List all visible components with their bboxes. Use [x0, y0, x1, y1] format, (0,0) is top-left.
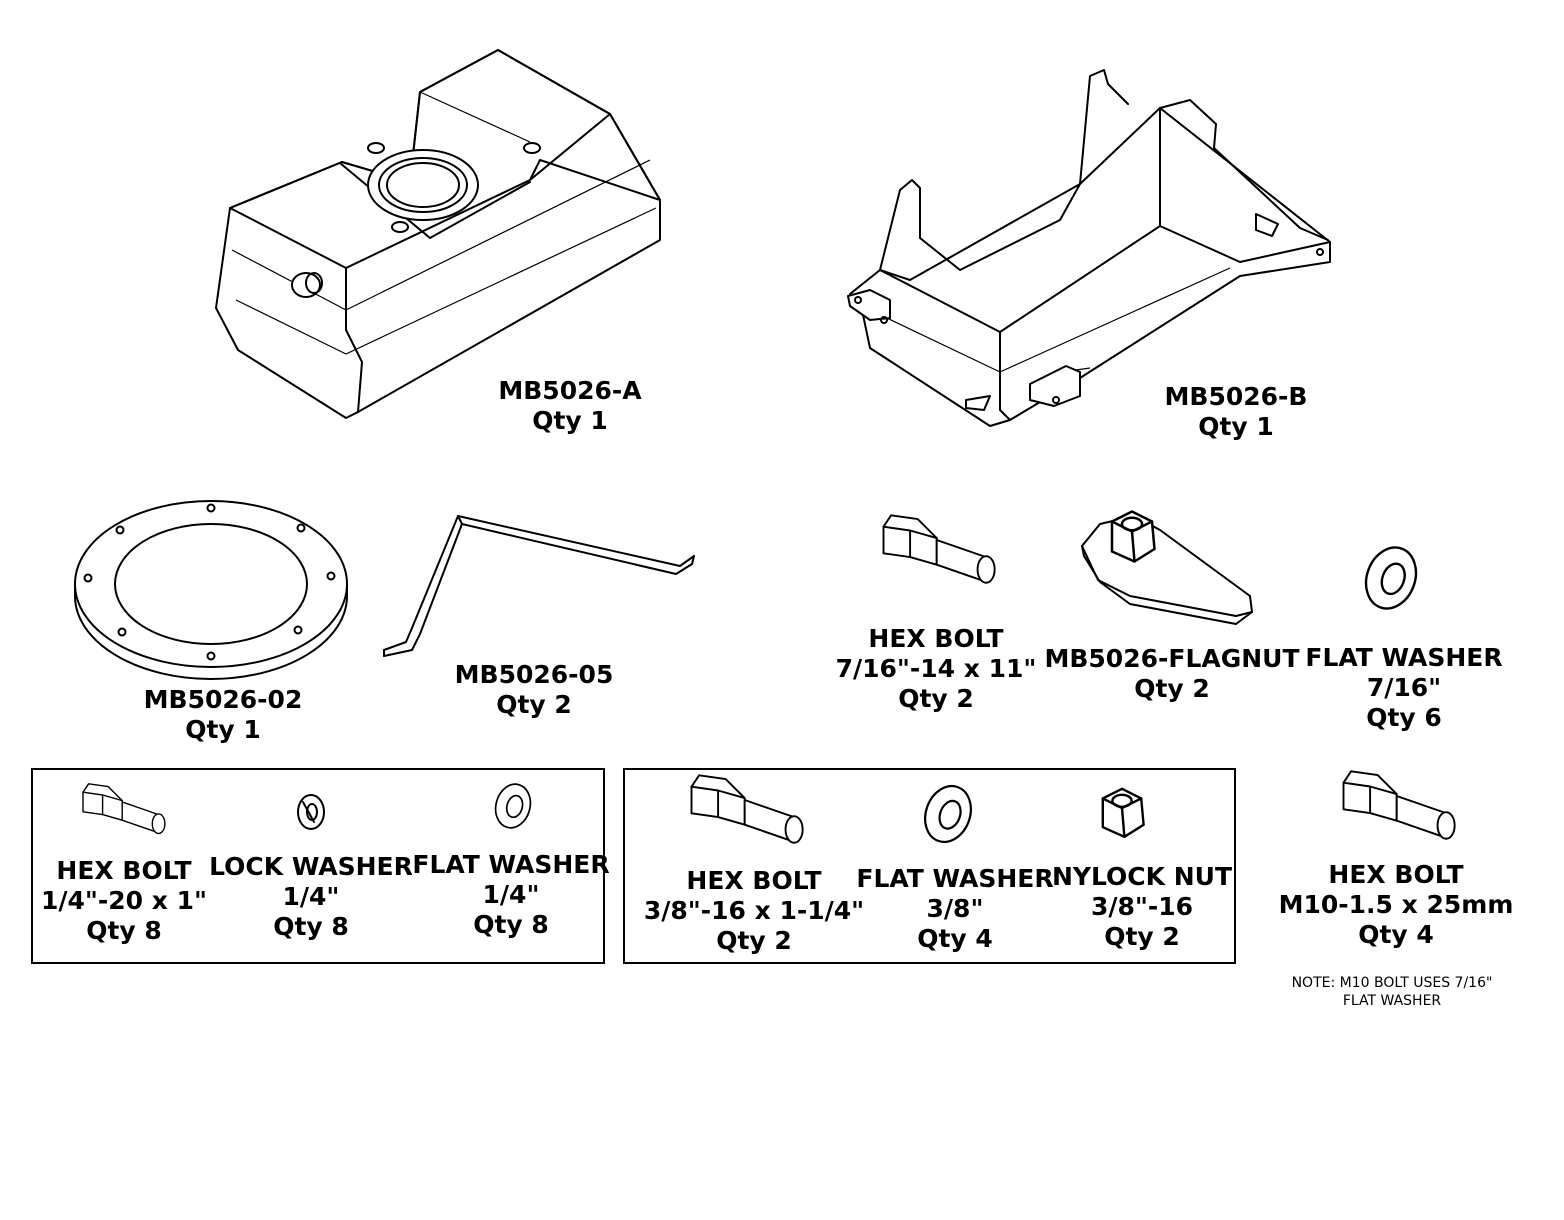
flagnut-drawing [1081, 510, 1253, 625]
label-lock-washer-1-4: LOCK WASHER 1/4" Qty 8 [209, 852, 413, 942]
part-size: 7/16"-14 x 11" [835, 654, 1037, 683]
label-mb5026-05: MB5026-05 Qty 2 [455, 660, 614, 720]
label-flat-washer-3-8: FLAT WASHER 3/8" Qty 4 [856, 864, 1053, 954]
note-line: NOTE: M10 BOLT USES 7/16" [1291, 975, 1493, 991]
part-size: 7/16" [1366, 673, 1442, 702]
part-name: HEX BOLT [1328, 860, 1464, 889]
part-qty: Qty 4 [917, 924, 993, 953]
part-size: 3/8"-16 [1090, 892, 1194, 921]
part-name: MB5026-A [498, 376, 642, 405]
label-hex-bolt-3-8: HEX BOLT 3/8"-16 x 1-1/4" Qty 2 [644, 866, 864, 956]
label-nylock-nut: NYLOCK NUT 3/8"-16 Qty 2 [1052, 862, 1232, 952]
fuel-tank-drawing [215, 49, 661, 419]
part-name: FLAT WASHER [412, 850, 610, 879]
label-mb5026-b: MB5026-B Qty 1 [1165, 382, 1308, 442]
part-qty: Qty 4 [1358, 920, 1434, 949]
label-mb5026-a: MB5026-A Qty 1 [498, 376, 641, 436]
part-qty: Qty 2 [496, 690, 572, 719]
part-qty: Qty 1 [1198, 412, 1274, 441]
strap-drawing [383, 515, 695, 657]
part-qty: Qty 8 [86, 916, 162, 945]
part-qty: Qty 1 [185, 715, 261, 744]
m10-washer-note: NOTE: M10 BOLT USES 7/16" FLAT WASHER [1292, 974, 1493, 1010]
note-line: FLAT WASHER [1342, 993, 1442, 1009]
part-qty: Qty 8 [273, 912, 349, 941]
part-qty: Qty 1 [532, 406, 608, 435]
hex-bolt-m10-drawing [1342, 770, 1456, 840]
label-flat-washer-1-4: FLAT WASHER 1/4" Qty 8 [412, 850, 609, 940]
part-name: NYLOCK NUT [1051, 862, 1233, 891]
part-name: FLAT WASHER [856, 864, 1054, 893]
label-mb5026-02: MB5026-02 Qty 1 [144, 685, 303, 745]
part-size: M10-1.5 x 25mm [1278, 890, 1514, 919]
part-name: HEX BOLT [686, 866, 822, 895]
skid-plate-drawing [847, 69, 1331, 427]
gasket-ring-drawing [74, 500, 348, 680]
label-hex-bolt-1-4: HEX BOLT 1/4"-20 x 1" Qty 8 [41, 856, 207, 946]
part-size: 1/4" [282, 882, 340, 911]
part-size: 3/8"-16 x 1-1/4" [643, 896, 865, 925]
part-name: MB5026-05 [454, 660, 614, 689]
part-size: 1/4"-20 x 1" [40, 886, 208, 915]
part-size: 1/4" [482, 880, 540, 909]
part-qty: Qty 2 [898, 684, 974, 713]
part-qty: Qty 2 [1104, 922, 1180, 951]
part-qty: Qty 2 [1134, 674, 1210, 703]
part-size: 3/8" [926, 894, 984, 923]
part-qty: Qty 6 [1366, 703, 1442, 732]
part-name: FLAT WASHER [1305, 643, 1503, 672]
part-name: HEX BOLT [868, 624, 1004, 653]
part-name: MB5026-02 [143, 685, 303, 714]
label-flat-washer-7-16: FLAT WASHER 7/16" Qty 6 [1305, 643, 1502, 733]
part-name: MB5026-B [1164, 382, 1308, 411]
flat-washer-7-16-drawing [1356, 539, 1426, 617]
label-hex-bolt-m10: HEX BOLT M10-1.5 x 25mm Qty 4 [1279, 860, 1514, 950]
part-name: MB5026-FLAGNUT [1044, 644, 1300, 673]
part-name: HEX BOLT [56, 856, 192, 885]
label-flagnut: MB5026-FLAGNUT Qty 2 [1044, 644, 1299, 704]
part-name: LOCK WASHER [209, 852, 413, 881]
hex-bolt-7-16-drawing [882, 514, 996, 584]
kit-1-4-box [31, 768, 605, 964]
label-hex-bolt-7-16: HEX BOLT 7/16"-14 x 11" Qty 2 [836, 624, 1037, 714]
kit-1-4-drawings [82, 779, 536, 835]
part-qty: Qty 8 [473, 910, 549, 939]
kit-3-8-box [623, 768, 1236, 964]
part-qty: Qty 2 [716, 926, 792, 955]
